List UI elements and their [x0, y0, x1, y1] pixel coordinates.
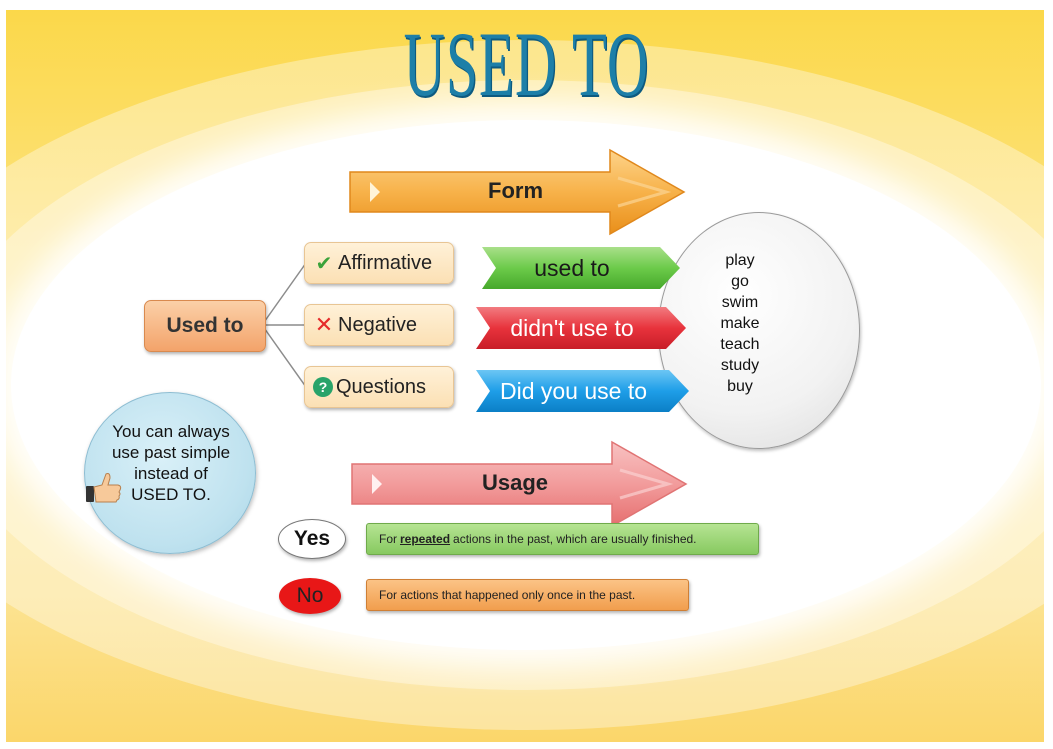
thumbs-up-icon [86, 473, 122, 503]
form-arrow-label: Form [488, 178, 543, 203]
form-question-tag: Did you use to [476, 368, 691, 414]
verb-item: swim [721, 294, 759, 311]
usage-arrow-label: Usage [482, 470, 549, 495]
verb-item: study [720, 357, 760, 374]
verb-item: play [725, 252, 755, 269]
form-question-label: Did you use to [499, 378, 648, 404]
form-affirmative-tag: used to [482, 245, 682, 291]
verb-item: buy [727, 378, 753, 395]
yes-label: Yes [293, 527, 331, 550]
no-badge: No [279, 578, 341, 614]
branch-negative: ✕ Negative [304, 304, 454, 346]
verb-item: make [720, 315, 760, 332]
branch-affirmative-label: Affirmative [338, 251, 433, 274]
usage-arrow: Usage [350, 440, 690, 528]
usage-yes-text-after: actions in the past, which are usually f… [453, 532, 697, 546]
question-icon: ? [313, 377, 333, 397]
branch-negative-label: Negative [338, 313, 417, 336]
form-negative-label: didn't use to [510, 315, 634, 341]
cross-icon: ✕ [314, 312, 334, 337]
form-arrow: Form [348, 148, 688, 236]
verb-item: teach [720, 336, 760, 353]
verbs-circle [658, 212, 860, 449]
tip-circle [84, 392, 256, 554]
tip-text: You can always use past simple instead o… [111, 422, 231, 504]
usage-yes-bar: For repeated actions in the past, which … [366, 523, 759, 555]
verbs-list: play go swim make teach study buy [690, 250, 790, 397]
no-label: No [296, 584, 324, 607]
page-title: USED TO [403, 13, 650, 115]
branch-questions-label: Questions [336, 375, 427, 398]
form-negative-tag: didn't use to [476, 305, 688, 351]
form-affirmative-label: used to [534, 255, 610, 281]
usage-yes-text-before: For [379, 532, 397, 546]
used-to-root-label: Used to [166, 314, 244, 337]
yes-badge: Yes [278, 519, 346, 559]
verb-item: go [731, 273, 749, 290]
usage-no-text: For actions that happened only once in t… [379, 588, 636, 602]
check-icon: ✔ [315, 252, 333, 275]
usage-no-bar: For actions that happened only once in t… [366, 579, 689, 611]
branch-questions: ? Questions [304, 366, 454, 408]
used-to-root-node: Used to [144, 300, 266, 352]
branch-affirmative: ✔ Affirmative [304, 242, 454, 284]
usage-yes-emphasis: repeated [400, 532, 451, 546]
